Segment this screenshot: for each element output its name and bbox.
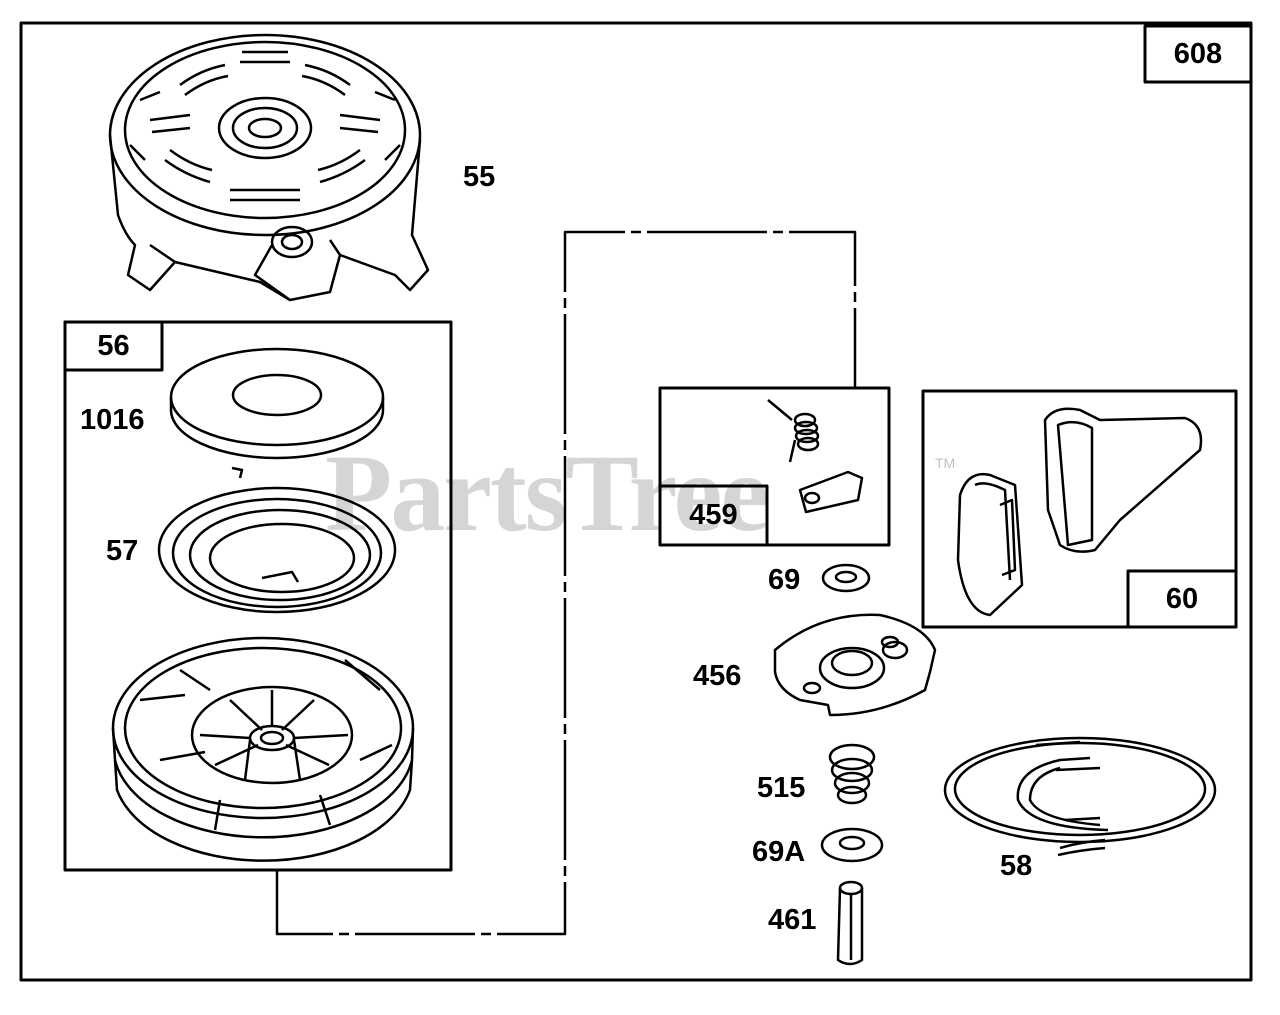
part-label-57[interactable]: 57 — [106, 535, 139, 567]
watermark: PartsTree — [325, 432, 769, 554]
part-label-515[interactable]: 515 — [757, 772, 806, 804]
part-label-60[interactable]: 60 — [1165, 582, 1199, 615]
pawl-kit-label-frame — [660, 484, 769, 545]
starter-rope-icon — [943, 736, 1217, 857]
pawl-retainer-icon — [773, 613, 937, 717]
rewind-spring-icon — [157, 466, 397, 614]
rewind-assembly-label-box — [63, 320, 164, 372]
assembly-number-box — [1143, 24, 1253, 84]
starter-handle-box — [921, 389, 1238, 629]
part-label-461[interactable]: 461 — [768, 904, 817, 936]
part-label-58[interactable]: 58 — [1000, 850, 1033, 882]
pawl-kit-icon — [767, 399, 864, 514]
part-label-56[interactable]: 56 — [97, 329, 130, 362]
assembly-number: 608 — [1173, 37, 1223, 70]
rewind-assembly-box — [63, 320, 453, 872]
washer-icon — [820, 827, 884, 863]
part-label-55[interactable]: 55 — [463, 161, 496, 193]
spring-cover-icon — [169, 347, 385, 460]
starter-handle-label-frame — [1126, 569, 1236, 627]
spring-icon — [828, 743, 876, 805]
part-label-456[interactable]: 456 — [693, 660, 742, 692]
watermark-trademark: TM — [935, 455, 956, 471]
pin-icon — [836, 880, 864, 966]
starter-pulley-icon — [111, 636, 415, 862]
connector-line — [275, 230, 857, 936]
starter-handle-icon — [956, 407, 1203, 617]
part-label-69A[interactable]: 69A — [752, 836, 806, 868]
outer-frame — [19, 21, 1253, 982]
part-label-69[interactable]: 69 — [768, 564, 801, 596]
washer-icon — [821, 563, 871, 593]
pawl-kit-box — [658, 386, 891, 547]
part-label-1016[interactable]: 1016 — [80, 404, 145, 436]
part-label-459[interactable]: 459 — [689, 499, 738, 531]
blower-housing-icon — [108, 33, 430, 302]
